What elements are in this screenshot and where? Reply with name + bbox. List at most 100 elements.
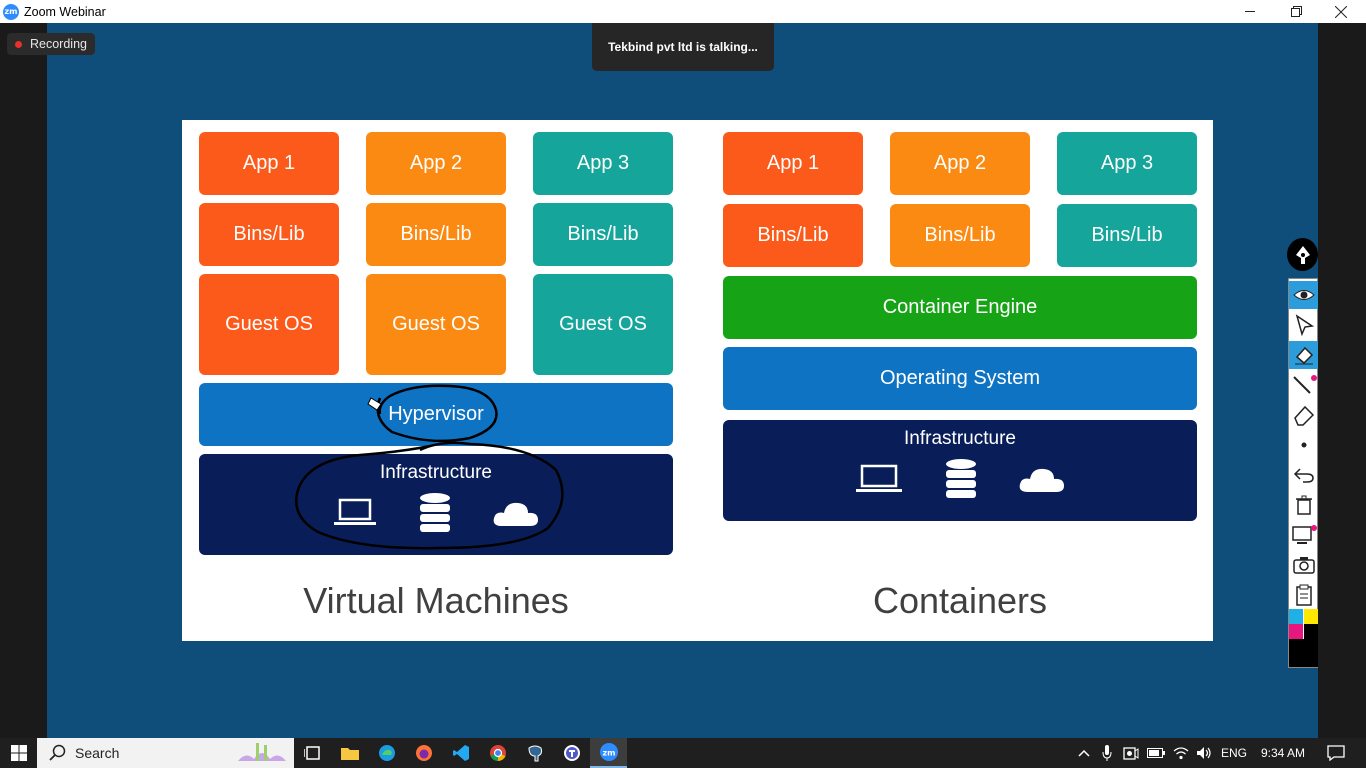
- edge-icon: [378, 745, 395, 761]
- color-swatch-black[interactable]: [1289, 639, 1318, 667]
- vm-bins-1: Bins/Lib: [199, 203, 339, 266]
- container-bins-2: Bins/Lib: [890, 204, 1030, 267]
- notification-icon: [1327, 745, 1345, 761]
- vm-infrastructure: Infrastructure: [199, 454, 673, 555]
- color-swatch-cyan[interactable]: [1289, 609, 1303, 624]
- select-icon[interactable]: [1289, 311, 1318, 339]
- annotate-toolbar: [1287, 238, 1318, 668]
- language-indicator[interactable]: ENG: [1220, 746, 1247, 760]
- undo-icon[interactable]: [1289, 461, 1318, 489]
- volume-icon[interactable]: [1193, 738, 1215, 768]
- edge-button[interactable]: [368, 738, 405, 768]
- active-speaker-banner: Tekbind pvt ltd is talking...: [592, 23, 774, 71]
- search-placeholder: Search: [75, 745, 120, 761]
- camera-tray-icon[interactable]: [1121, 738, 1141, 768]
- elephant-icon: [527, 745, 542, 762]
- zoom-taskbar-button[interactable]: zm: [590, 738, 627, 768]
- vm-app-2: App 2: [366, 132, 506, 195]
- database-icon: [946, 459, 976, 498]
- window-title: Zoom Webinar: [24, 4, 106, 19]
- vm-bins-2: Bins/Lib: [366, 203, 506, 266]
- battery-icon[interactable]: [1145, 738, 1167, 768]
- vm-guest-os-2: Guest OS: [366, 274, 506, 375]
- show-hidden-icons-button[interactable]: [1074, 738, 1094, 768]
- container-infrastructure: Infrastructure: [723, 420, 1197, 521]
- vm-guest-os-3: Guest OS: [533, 274, 673, 375]
- file-explorer-button[interactable]: [331, 738, 368, 768]
- vm-guest-os-1: Guest OS: [199, 274, 339, 375]
- title-bar: zm Zoom Webinar: [0, 0, 1366, 23]
- minimize-icon: [1244, 11, 1255, 12]
- cloud-icon: [1019, 468, 1064, 492]
- text-icon[interactable]: [1289, 341, 1318, 369]
- eraser-icon[interactable]: [1289, 401, 1318, 429]
- teams-icon: [563, 745, 580, 761]
- vm-caption: Virtual Machines: [303, 580, 569, 621]
- vm-infrastructure-label: Infrastructure: [380, 462, 492, 483]
- container-infrastructure-icons: [854, 458, 1066, 500]
- container-app-2: App 2: [890, 132, 1030, 195]
- windows-taskbar: Search zm: [0, 738, 1366, 768]
- recording-indicator[interactable]: Recording: [7, 33, 95, 55]
- vscode-button[interactable]: [442, 738, 479, 768]
- task-view-button[interactable]: [294, 738, 331, 768]
- task-view-icon: [303, 746, 320, 760]
- restore-button[interactable]: [1273, 0, 1319, 23]
- presentation-slide: App 1 App 2 App 3 Bins/Lib Bins/Lib Bins…: [182, 120, 1213, 641]
- stamp-icon[interactable]: [1289, 431, 1318, 459]
- chrome-button[interactable]: [479, 738, 516, 768]
- teams-button[interactable]: [553, 738, 590, 768]
- laptop-icon: [856, 464, 902, 492]
- pen-tool-icon[interactable]: [1287, 238, 1318, 271]
- container-bins-3: Bins/Lib: [1057, 204, 1197, 267]
- start-button[interactable]: [0, 738, 37, 768]
- container-engine: Container Engine: [723, 276, 1197, 339]
- taskbar-search-box[interactable]: Search: [37, 738, 294, 768]
- close-icon: [1335, 5, 1347, 18]
- firefox-icon: [415, 745, 432, 761]
- containers-caption: Containers: [872, 580, 1048, 621]
- color-swatch-black-1[interactable]: [1304, 624, 1318, 639]
- folder-icon: [340, 748, 359, 760]
- cloud-icon: [493, 502, 538, 526]
- chrome-icon: [489, 745, 506, 762]
- camera-icon[interactable]: [1289, 551, 1318, 579]
- close-button[interactable]: [1318, 0, 1364, 23]
- database-icon: [420, 493, 450, 532]
- vm-bins-3: Bins/Lib: [533, 203, 673, 266]
- svg-text:zm: zm: [602, 749, 615, 758]
- save-icon[interactable]: [1289, 521, 1318, 549]
- container-infrastructure-label: Infrastructure: [904, 428, 1016, 449]
- color-swatch-magenta[interactable]: [1289, 624, 1303, 639]
- wifi-icon[interactable]: [1170, 738, 1192, 768]
- vscode-icon: [452, 745, 469, 761]
- postgres-button[interactable]: [516, 738, 553, 768]
- vm-app-3: App 3: [533, 132, 673, 195]
- windows-icon: [10, 745, 27, 761]
- recording-label: Recording: [30, 37, 87, 51]
- firefox-button[interactable]: [405, 738, 442, 768]
- vm-app-1: App 1: [199, 132, 339, 195]
- left-gutter: [0, 23, 47, 738]
- color-swatch-yellow[interactable]: [1304, 609, 1318, 624]
- annotate-tools: [1288, 278, 1318, 668]
- notifications-button[interactable]: [1318, 738, 1354, 768]
- container-app-1: App 1: [723, 132, 863, 195]
- vm-infrastructure-icons: [332, 492, 540, 534]
- clock[interactable]: 9:34 AM: [1260, 746, 1306, 760]
- microphone-icon[interactable]: [1097, 738, 1117, 768]
- minimize-button[interactable]: [1227, 0, 1273, 23]
- search-icon: [49, 744, 66, 761]
- search-highlight-icon: [238, 743, 286, 761]
- zoom-icon: zm: [599, 743, 618, 761]
- clear-icon[interactable]: [1289, 491, 1318, 519]
- container-app-3: App 3: [1057, 132, 1197, 195]
- clipboard-icon[interactable]: [1289, 581, 1318, 609]
- spotlight-icon[interactable]: [1289, 281, 1318, 309]
- draw-icon[interactable]: [1289, 371, 1318, 399]
- right-gutter: [1318, 23, 1366, 738]
- vm-hypervisor: Hypervisor: [199, 383, 673, 446]
- container-bins-1: Bins/Lib: [723, 204, 863, 267]
- chevron-up-icon: [1078, 749, 1090, 757]
